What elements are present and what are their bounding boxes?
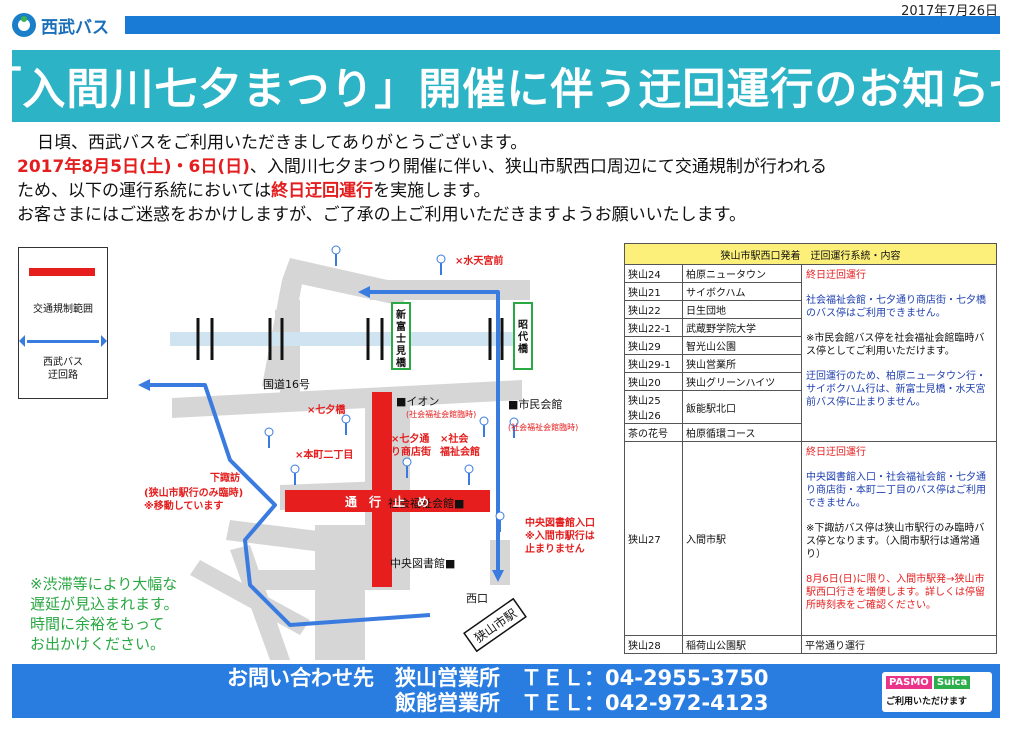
detour-map: 新 富 士 見 橋 昭 代 橋 国道16号 ■イオン ■市民会館 社会福祉会館■… xyxy=(138,245,595,660)
label-aeon-sub: (社会福祉会館臨時) xyxy=(406,409,476,419)
delay-notice-line4: お出かけください。 xyxy=(30,635,166,653)
all-day-detour: 終日迂回運行 xyxy=(271,181,374,201)
detour-label-line2: 迂回路 xyxy=(48,370,78,381)
ic-card-badge: PASMO Suica ご利用いただけます xyxy=(882,672,992,712)
label-shimosuwa-1: 下諏訪 xyxy=(210,471,240,484)
label-route16: 国道16号 xyxy=(263,377,310,391)
contact-hanno: 飯能営業所 ＴＥＬ：042-972-4123 xyxy=(227,691,769,715)
detour-route xyxy=(150,290,500,627)
detour-label-line1: 西武バス xyxy=(43,357,83,368)
suica-logo: Suica xyxy=(933,676,971,689)
intro-line-3a: ため、以下の運行系統においては xyxy=(17,181,272,201)
intro-line-2: 、入間川七夕まつり開催に伴い、狭山市駅西口周辺にて交通規制が行われる xyxy=(249,157,828,177)
intro-text: 日頃、西武バスをご利用いただきましてありがとうございます。 2017年8月5日(… xyxy=(17,131,997,227)
contact-sayama: お問い合わせ先 狭山営業所 ＴＥＬ：04-2955-3750 xyxy=(227,666,769,690)
label-shimin: ■市民会館 xyxy=(508,397,562,411)
bus-stop-icons xyxy=(264,245,519,532)
label-tanabata-bashi: ×七夕橋 xyxy=(307,403,346,416)
normal-operation: 平常通り運行 xyxy=(801,635,997,654)
label-road-closed: 通 行 止 め xyxy=(345,494,429,509)
logo-text: 西武バス xyxy=(41,17,109,38)
shinfuji-sign xyxy=(391,302,411,370)
contact-footer: お問い合わせ先 狭山営業所 ＴＥＬ：04-2955-3750 飯能営業所 ＴＥＬ… xyxy=(12,664,1000,718)
intro-line-3b: を実施します。 xyxy=(373,181,491,201)
restriction-vertical xyxy=(372,392,392,587)
label-showa-1: 昭 xyxy=(518,319,528,331)
restriction-label: 交通規制範囲 xyxy=(33,304,93,315)
label-showa-3: 橋 xyxy=(518,342,529,355)
event-dates: 2017年8月5日(土)・6日(日) xyxy=(17,157,250,177)
detour-arrow-icon xyxy=(19,335,107,347)
title-band: 「入間川七夕まつり」開催に伴う迂回運行のお知らせ xyxy=(0,50,1015,122)
label-chuo-iriguchi-2: ※入間市駅行は xyxy=(525,529,595,542)
table-row: 狭山24 柏原ニュータウン 終日迂回運行 社会福祉会館・七夕通り商店街・七夕橋の… xyxy=(624,264,997,442)
label-mizuten: ×水天宮前 xyxy=(455,254,503,267)
detour-arrowheads xyxy=(138,286,504,582)
seibu-bus-logo: 西武バス xyxy=(12,10,120,40)
delay-notice-line1: ※渋滞等により大幅な xyxy=(30,575,178,593)
header-bar xyxy=(125,16,1000,34)
intro-line-4: お客さまにはご迷惑をおかけしますが、ご了承の上ご利用いただきますようお願いいたし… xyxy=(17,205,746,225)
label-fukushi-2: 福祉会館 xyxy=(439,445,480,458)
table-header: 狭山市駅西口発着 迂回運行系統・内容 xyxy=(624,243,997,265)
label-tanabata-dori-1: ×七夕通 xyxy=(391,432,429,445)
label-shinfuji-3: 士 xyxy=(396,332,406,345)
label-shimosuwa-2: (狭山市駅行のみ臨時) xyxy=(144,486,243,499)
label-shinfuji-5: 橋 xyxy=(396,356,407,369)
river xyxy=(170,332,530,346)
restriction-horizontal xyxy=(285,490,490,512)
label-honcho: ×本町二丁目 xyxy=(295,448,353,461)
table-row: 狭山27 入間市駅 終日迂回運行 中央図書館入口・社会福祉会館・七夕通り商店街・… xyxy=(624,441,997,636)
label-tanabata-dori-2: り商店街 xyxy=(391,445,431,458)
delay-notice-line2: 遅延が見込まれます。 xyxy=(30,595,179,613)
label-fukushi-1: ×社会 xyxy=(440,432,468,445)
logo-icon xyxy=(12,13,36,37)
ic-card-note: ご利用いただけます xyxy=(886,697,968,707)
label-shinfuji-1: 新 xyxy=(396,308,406,321)
label-chuo-toshokan: 中央図書館■ xyxy=(390,556,455,570)
publish-date: 2017年7月26日 xyxy=(901,4,998,19)
detour-note-1: 終日迂回運行 社会福祉会館・七夕通り商店街・七夕橋のバス停はご利用できません。 … xyxy=(801,264,997,442)
detour-label: 西武バス 迂回路 xyxy=(23,356,103,382)
page-title: 「入間川七夕まつり」開催に伴う迂回運行のお知らせ xyxy=(0,65,1015,115)
label-nishiguchi: 西口 xyxy=(466,592,488,605)
delay-notice-line3: 時間に余裕をもって xyxy=(30,615,165,633)
pasmo-logo: PASMO xyxy=(886,676,932,689)
label-chuo-iriguchi-3: 止まりません xyxy=(525,542,585,555)
label-showa-2: 代 xyxy=(517,330,528,343)
contact-info: お問い合わせ先 狭山営業所 ＴＥＬ：04-2955-3750 飯能営業所 ＴＥＬ… xyxy=(227,666,769,716)
label-shimosuwa-3: ※移動しています xyxy=(144,499,223,512)
detour-note-2: 終日迂回運行 中央図書館入口・社会福祉会館・七夕通り商店街・本町二丁目のバス停は… xyxy=(801,441,997,636)
label-shimin-sub: (社会福祉会館臨時) xyxy=(508,422,578,432)
map-legend: 交通規制範囲 西武バス 迂回路 xyxy=(18,247,108,399)
detour-route-table: 狭山市駅西口発着 迂回運行系統・内容 狭山24 柏原ニュータウン 終日迂回運行 … xyxy=(624,243,997,654)
station-box: 狭山市駅 xyxy=(463,597,527,653)
table-row: 狭山28 稲荷山公園駅 平常通り運行 xyxy=(624,635,997,654)
label-shinfuji-4: 見 xyxy=(395,345,406,357)
label-aeon: ■イオン xyxy=(396,395,439,408)
label-shinfuji-2: 富 xyxy=(396,320,406,333)
label-fukushi-kaikan: 社会福祉会館■ xyxy=(388,496,464,510)
bridge-markers xyxy=(196,318,504,360)
restriction-swatch xyxy=(29,268,95,276)
intro-line-1: 日頃、西武バスをご利用いただきましてありがとうございます。 xyxy=(37,133,528,153)
label-chuo-iriguchi-1: 中央図書館入口 xyxy=(525,516,595,529)
showa-sign xyxy=(513,302,533,370)
delay-notice: ※渋滞等により大幅な 遅延が見込まれます。 時間に余裕をもって お出かけください… xyxy=(30,574,220,654)
